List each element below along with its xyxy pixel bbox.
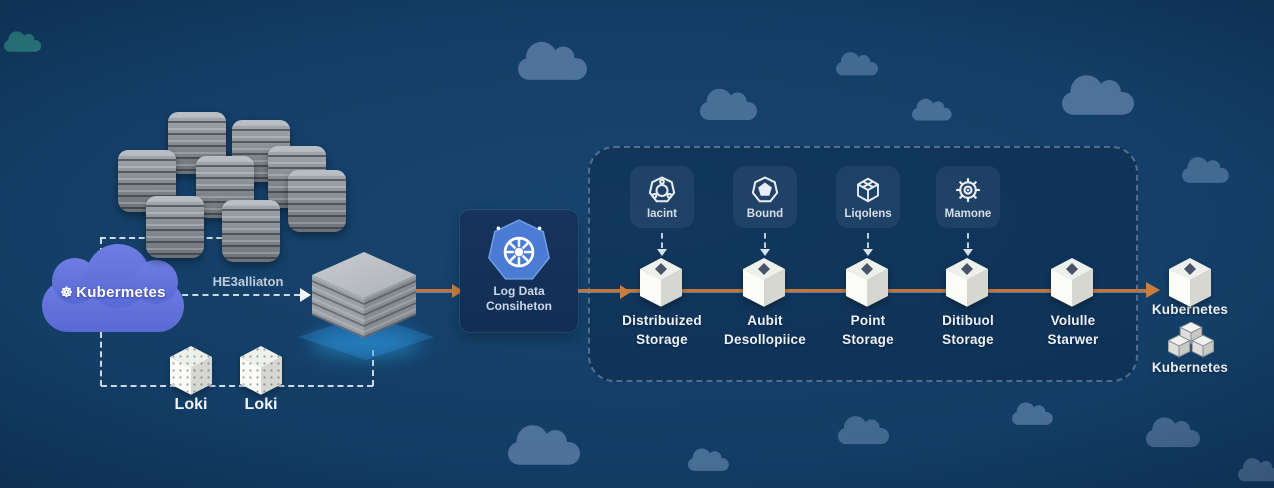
kubernetes-cloud-label: ☸Kubermetes [60,284,166,301]
kubernetes-wheel-icon [488,219,550,280]
service-badge: Liqolens [836,166,900,228]
cube-glyph-icon [861,263,873,275]
loki-label: Loki [244,396,278,413]
pipeline-node-cube [1051,258,1093,307]
arrowhead-icon [452,284,463,298]
connector-line [867,233,869,248]
cube-glyph-icon [655,263,667,275]
service-badge-label: Iacint [646,207,678,220]
connector-line [372,350,374,386]
service-badge: Iacint [630,166,694,228]
destination-node-label: Kubernetes [1151,302,1229,317]
pipeline-node-cube [1169,258,1211,307]
heptagon-network-icon [648,175,676,202]
cloud-decoration [4,31,42,52]
cloud-decoration [836,52,878,76]
destination-cluster-label: Kubernetes [1151,360,1229,375]
cloud-decoration [508,425,580,465]
collector-label-line2: Consiheton [486,299,552,313]
cloud-decoration [1146,417,1200,448]
service-badge-label: Mamone [944,207,992,220]
arrowhead-icon [760,249,770,256]
server-stack [222,200,280,262]
service-badge: Mamone [936,166,1000,228]
pipeline-node-cube [946,258,988,307]
connector-line [967,233,969,248]
cloud-decoration [1012,402,1053,425]
arrowhead-icon [863,249,873,256]
cloud-shape [134,260,178,304]
collector-label-line1: Log Data [493,284,545,298]
server-stack [118,150,176,212]
cloud-decoration [912,98,952,121]
pipeline-node-cube [846,258,888,307]
cube-glyph-icon [1184,263,1196,275]
pipeline-line [416,289,462,292]
connector-line [764,233,766,248]
loki-label: Loki [174,396,208,413]
cube-glyph-icon [961,263,973,275]
heptagon-shield-icon [751,175,779,202]
server-stack [146,196,204,258]
circuit-texture [240,346,282,394]
cube-glyph-icon [758,263,770,275]
pipeline-node-cube [640,258,682,307]
spiked-gear-icon [956,177,980,202]
link-label: HE3alliaton [212,274,284,289]
arrowhead-icon [300,288,311,302]
cloud-decoration [700,88,757,121]
service-badge-label: Liqolens [844,207,892,220]
service-badge: Bound [733,166,797,228]
arrowhead-icon [963,249,973,256]
cloud-decoration [1238,458,1274,482]
server-stack [288,170,346,232]
cube-wireframe-icon [857,177,879,202]
service-badge-label: Bound [746,207,784,220]
loki-cube [240,346,282,395]
arrowhead-icon [620,285,631,299]
cloud-decoration [1182,157,1229,183]
connector-line [100,332,102,386]
loki-cube [170,346,212,395]
cloud-decoration [838,416,889,445]
connector-line [172,294,300,296]
cloud-decoration [688,448,729,471]
cloud-decoration [1062,75,1134,115]
circuit-texture [170,346,212,394]
log-collector-box: Log Data Consiheton [460,210,578,332]
arrowhead-icon [657,249,667,256]
pipeline-node-cube [743,258,785,307]
kubernetes-wheel-icon: ☸ [60,284,74,300]
connector-line [661,233,663,248]
cloud-decoration [518,41,587,80]
arrowhead-icon [1146,282,1160,298]
connector-line [101,385,373,387]
cube-cluster-icon [1168,322,1214,358]
cube-glyph-icon [1066,263,1078,275]
